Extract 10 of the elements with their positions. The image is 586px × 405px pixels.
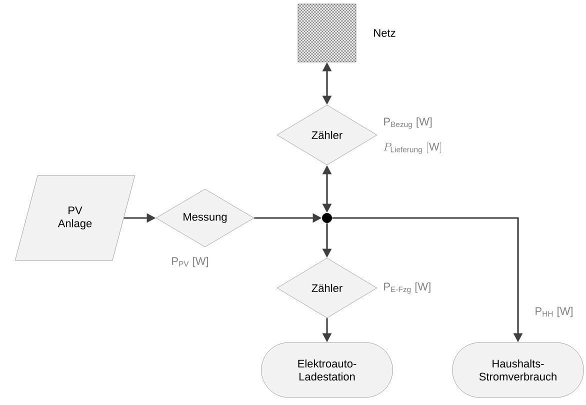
value-label: P$_{PV}$ [W] [172,256,208,268]
value-label: P$_{Bezug}$ [W] [384,117,432,129]
input-parallelogram: PV Anlage [14,175,136,261]
junction-dot [322,213,332,223]
value-label: P$_{E-Fzg}$ [W] [384,282,430,294]
node-label: Netz [374,29,396,37]
terminal-box: Haushalts-Stromverbrauch [452,342,584,398]
edge-label: P$_{HH}$ [W] [534,306,574,318]
value-label: $P_{\mathrm{Lieferung}}\ [\mathrm{W}]$ [384,142,442,154]
terminal-box: Elektroauto-Ladestation [261,342,393,398]
